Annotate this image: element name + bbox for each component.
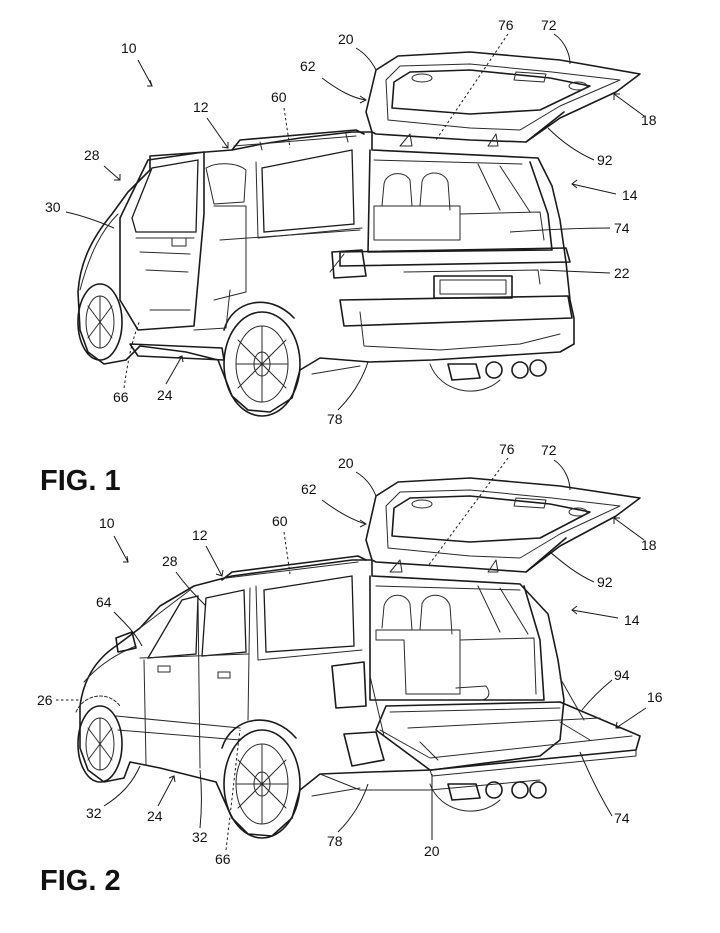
ref-numeral-74: 74	[614, 810, 630, 826]
ref-numeral-62: 62	[301, 481, 317, 497]
ref-numeral-26: 26	[37, 692, 53, 708]
ref-numeral-92: 92	[597, 574, 613, 590]
ref-numeral-10: 10	[121, 40, 137, 56]
ref-numeral-22: 22	[614, 265, 630, 281]
liftgate-fig2	[365, 477, 641, 573]
ref-numeral-28: 28	[84, 147, 100, 163]
ref-numeral-14: 14	[622, 187, 638, 203]
ref-numeral-18: 18	[641, 112, 657, 128]
ref-numeral-18: 18	[641, 537, 657, 553]
ref-numeral-24: 24	[147, 808, 163, 824]
ref-numeral-32: 32	[86, 805, 102, 821]
ref-numeral-72: 72	[541, 17, 557, 33]
ref-numeral-20: 20	[338, 455, 354, 471]
ref-numeral-92: 92	[597, 152, 613, 168]
ref-numeral-20: 20	[424, 843, 440, 859]
ref-numeral-32: 32	[192, 829, 208, 845]
ref-numeral-76: 76	[498, 17, 514, 33]
ref-numeral-78: 78	[327, 833, 343, 849]
ref-numeral-10: 10	[99, 515, 115, 531]
ref-numeral-28: 28	[162, 553, 178, 569]
ref-numeral-78: 78	[327, 411, 343, 427]
ref-numeral-14: 14	[624, 612, 640, 628]
ref-numeral-72: 72	[541, 442, 557, 458]
ref-numeral-12: 12	[193, 99, 209, 115]
ref-numeral-66: 66	[113, 389, 129, 405]
figure-2-drawing: 20 76 72 62 10 12 60 18 28 92 64 14 26	[37, 441, 663, 897]
liftgate-fig1	[365, 51, 641, 147]
ref-numeral-20: 20	[338, 31, 354, 47]
ref-numeral-24: 24	[157, 387, 173, 403]
ref-numeral-60: 60	[271, 89, 287, 105]
ref-numeral-74: 74	[614, 220, 630, 236]
ref-numeral-64: 64	[96, 594, 112, 610]
ref-numeral-12: 12	[192, 527, 208, 543]
ref-numeral-16: 16	[647, 689, 663, 705]
ref-numeral-62: 62	[300, 58, 316, 74]
figure-1-drawing: 10 12 60 62 20 76 72 18 92 14 28 30 74	[40, 17, 657, 497]
ref-numeral-30: 30	[45, 199, 61, 215]
ref-numeral-66: 66	[215, 851, 231, 867]
vehicle-body-fig2	[75, 555, 641, 839]
vehicle-body-fig1	[77, 129, 575, 417]
fig1-reference-numerals: 10 12 60 62 20 76 72 18 92 14 28 30 74	[45, 17, 657, 427]
ref-numeral-94: 94	[614, 667, 630, 683]
ref-numeral-76: 76	[499, 441, 515, 457]
figure-2-label: FIG. 2	[40, 865, 121, 897]
figure-1-label: FIG. 1	[40, 465, 121, 497]
ref-numeral-60: 60	[272, 513, 288, 529]
fig2-reference-numerals: 20 76 72 62 10 12 60 18 28 92 64 14 26	[37, 441, 663, 867]
